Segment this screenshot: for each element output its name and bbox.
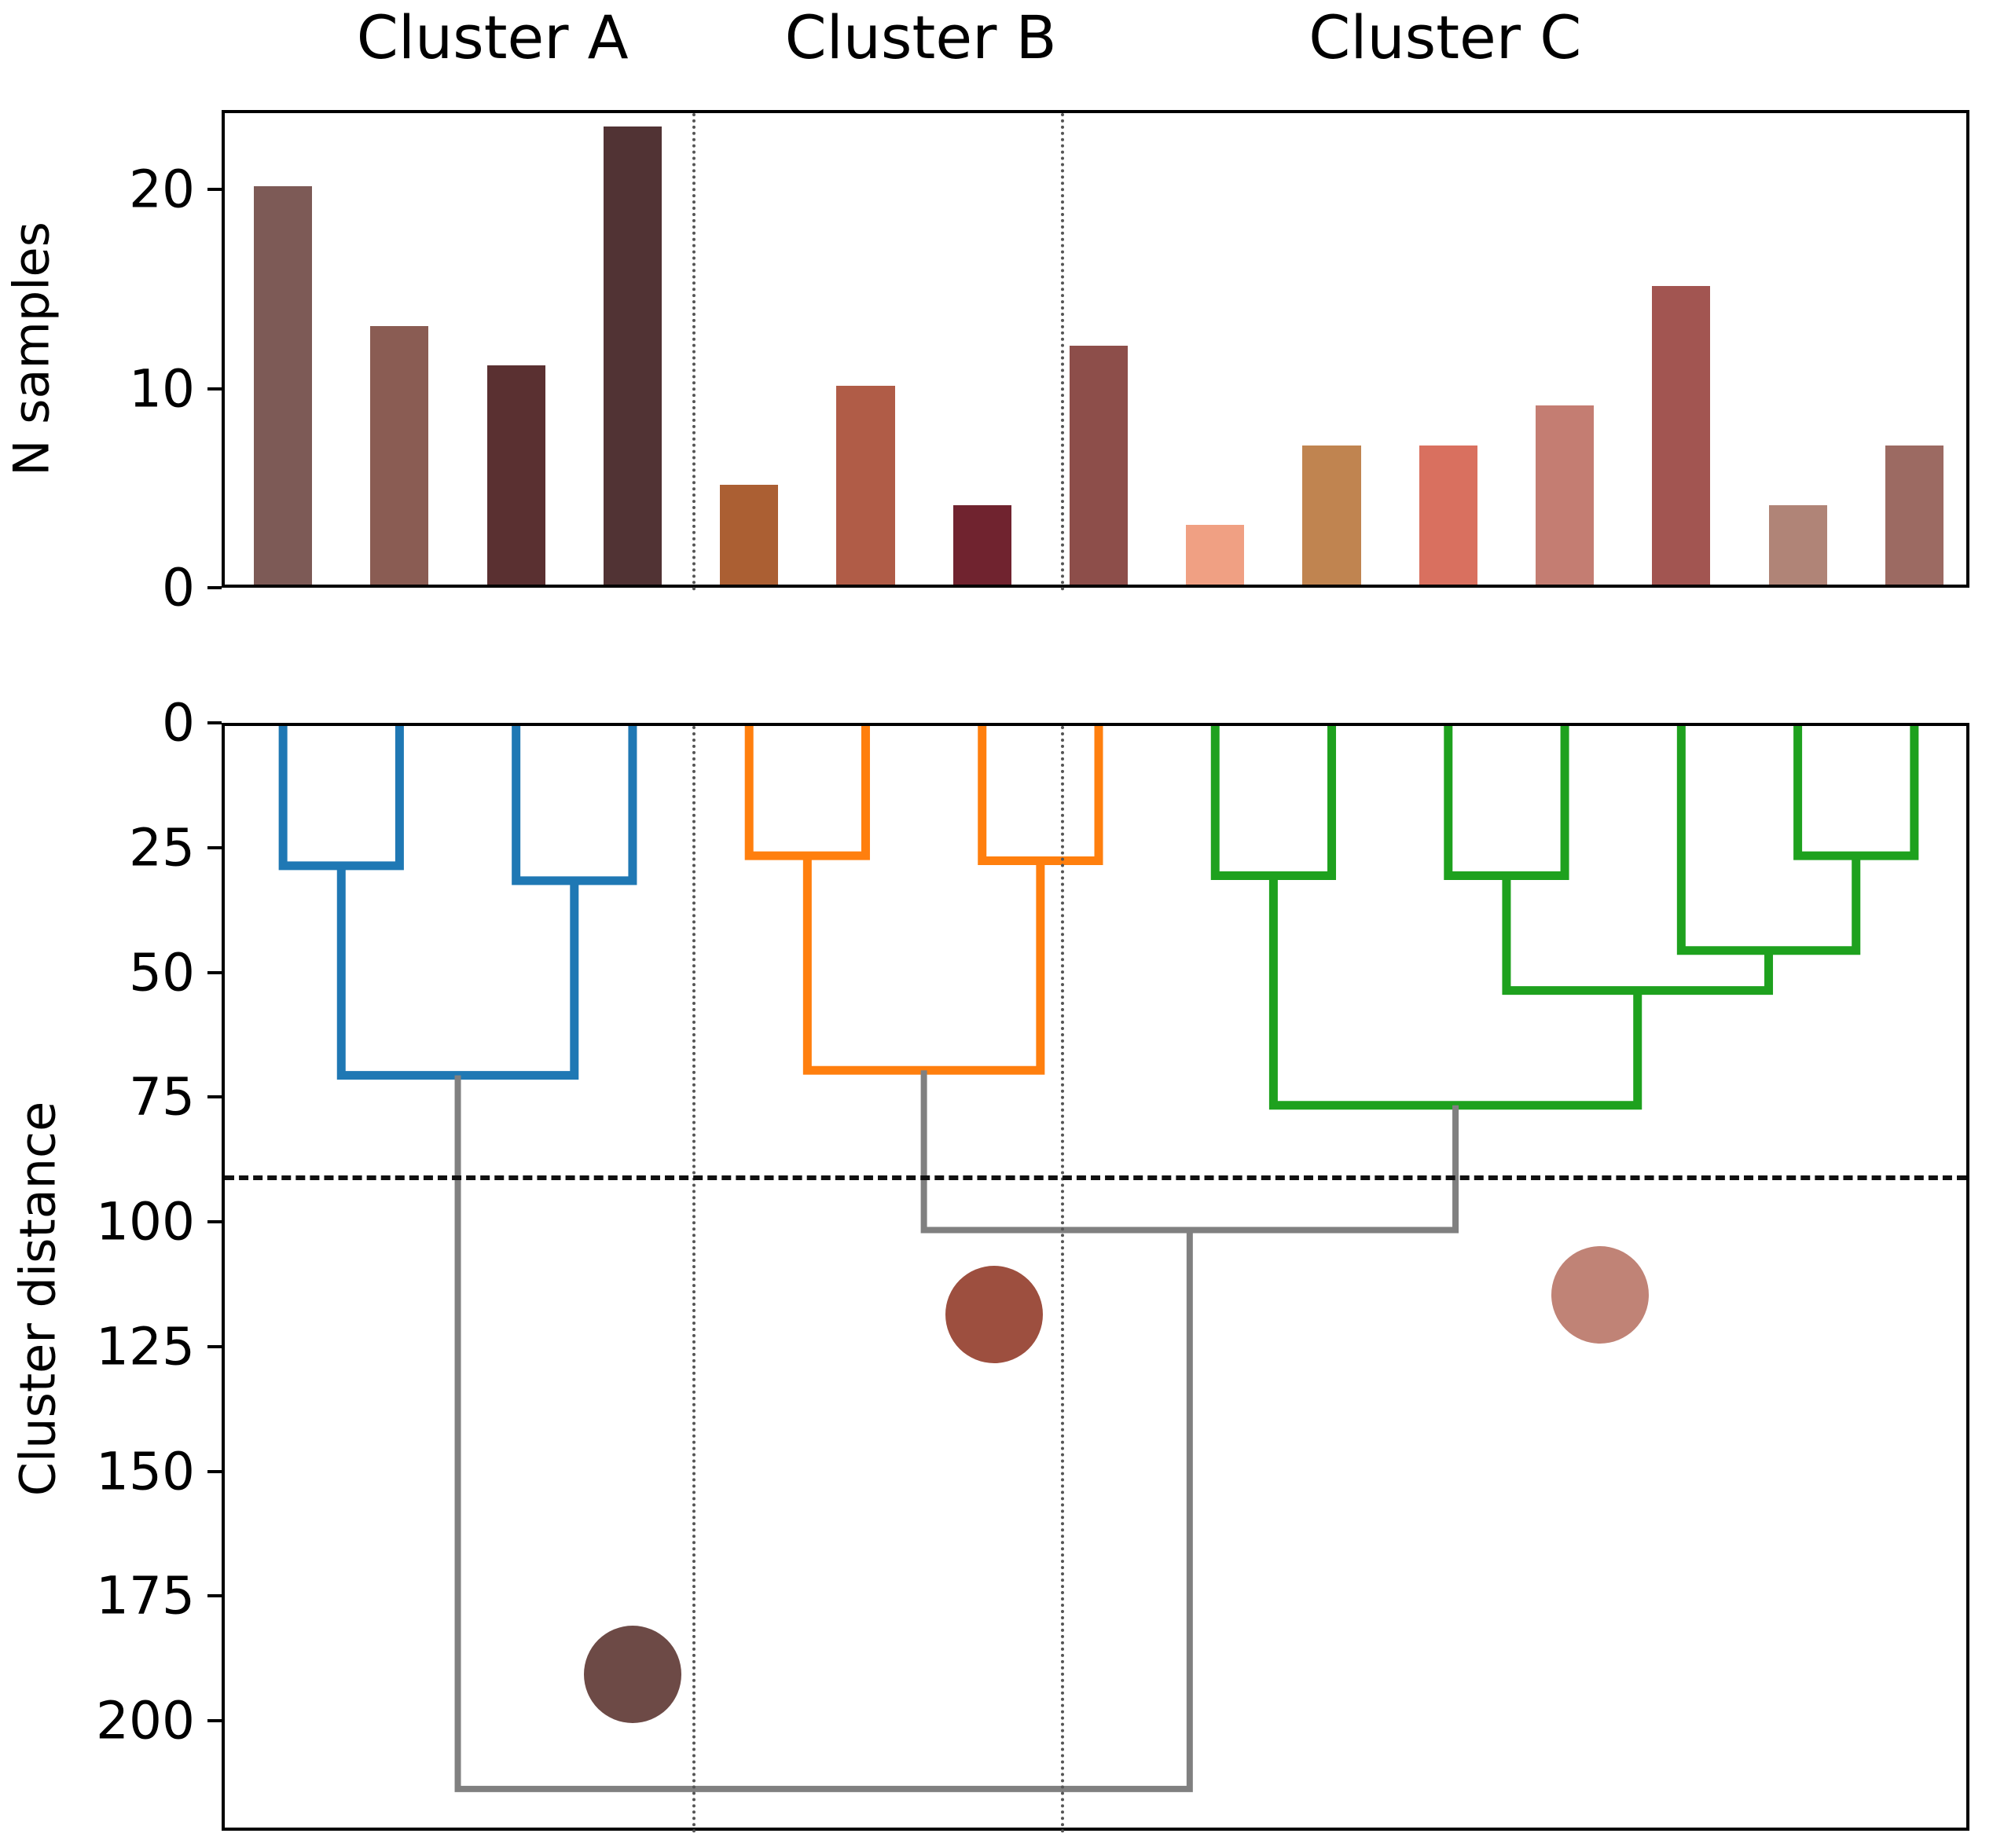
bar: [720, 485, 779, 585]
cluster-title-b: Cluster B: [784, 2, 1057, 72]
dendrogram-ytick-mark: [207, 845, 222, 849]
dendrogram-ytick-mark: [207, 1594, 222, 1598]
dendrogram-link: [512, 726, 637, 886]
cluster-separator: [692, 113, 696, 591]
dendrogram-link: [802, 856, 1045, 1075]
dendrogram-ytick-label: 25: [129, 817, 195, 878]
dendrogram-ytick-label: 100: [96, 1191, 195, 1252]
dendrogram-ytick-mark: [207, 1469, 222, 1473]
dendrogram-link: [1210, 726, 1337, 881]
bar: [1652, 286, 1711, 585]
cluster-a-dot: [583, 1625, 681, 1723]
bar: [254, 186, 313, 585]
cluster-title-c: Cluster C: [1308, 2, 1582, 72]
dendrogram-ytick-label: 200: [96, 1690, 195, 1751]
bar-ytick-mark: [207, 387, 222, 390]
bar-ytick-label: 20: [129, 159, 195, 220]
dendrogram-link: [744, 726, 870, 860]
dendrogram-ytick-mark: [207, 1220, 222, 1224]
bar-chart-y-axis-label: N samples: [2, 222, 61, 476]
bar: [1069, 346, 1129, 585]
cluster-c-dot: [1551, 1246, 1649, 1344]
dendrogram-link: [336, 865, 579, 1080]
bar-ytick-mark: [207, 586, 222, 589]
bar: [1302, 445, 1361, 585]
distance-threshold-line: [225, 1175, 1966, 1180]
cluster-separator: [1060, 726, 1064, 1834]
dendrogram-link: [1793, 726, 1919, 860]
bar-chart-axes: [222, 110, 1969, 591]
dendrogram-ytick-label: 175: [96, 1565, 195, 1626]
bar-ytick-mark: [207, 188, 222, 192]
cluster-separator: [692, 726, 696, 1834]
cluster-b-dot: [945, 1266, 1043, 1364]
dendrogram-ytick-mark: [207, 1344, 222, 1348]
dendrogram-link: [978, 726, 1103, 865]
bar: [486, 365, 545, 585]
dendrogram-ytick-mark: [207, 970, 222, 974]
bar: [603, 126, 662, 585]
dendrogram-ytick-label: 125: [96, 1316, 195, 1377]
dendrogram-link: [454, 1075, 1193, 1792]
bar: [836, 385, 895, 585]
dendrogram-ytick-label: 150: [96, 1441, 195, 1502]
bar: [1885, 445, 1943, 585]
bar: [952, 504, 1011, 585]
dendrogram-link: [920, 1070, 1459, 1234]
dendrogram-ytick-mark: [207, 1719, 222, 1723]
dendrogram-links: [278, 726, 1919, 1792]
dendrogram-y-axis-label: Cluster distance: [9, 1101, 67, 1497]
dendrogram-link: [1444, 726, 1569, 881]
dendrogram-ytick-label: 75: [129, 1066, 195, 1128]
dendrogram-link: [278, 726, 404, 871]
bar: [370, 325, 429, 585]
cluster-title-a: Cluster A: [356, 2, 629, 72]
dendrogram-ytick-mark: [207, 721, 222, 724]
bar: [1186, 525, 1245, 585]
dendrogram-axes: [222, 723, 1969, 1834]
bar-ytick-label: 0: [162, 557, 195, 618]
dendrogram-link: [1676, 726, 1861, 955]
bar: [1419, 445, 1477, 585]
dendrogram-ytick-label: 0: [162, 692, 195, 754]
bar: [1536, 405, 1595, 585]
dendrogram-ytick-mark: [207, 1095, 222, 1099]
bar-ytick-label: 10: [129, 358, 195, 420]
dendrogram-link: [1502, 875, 1774, 996]
dendrogram-ytick-label: 50: [129, 942, 195, 1003]
bar: [1768, 504, 1827, 585]
cluster-separator: [1060, 113, 1064, 591]
